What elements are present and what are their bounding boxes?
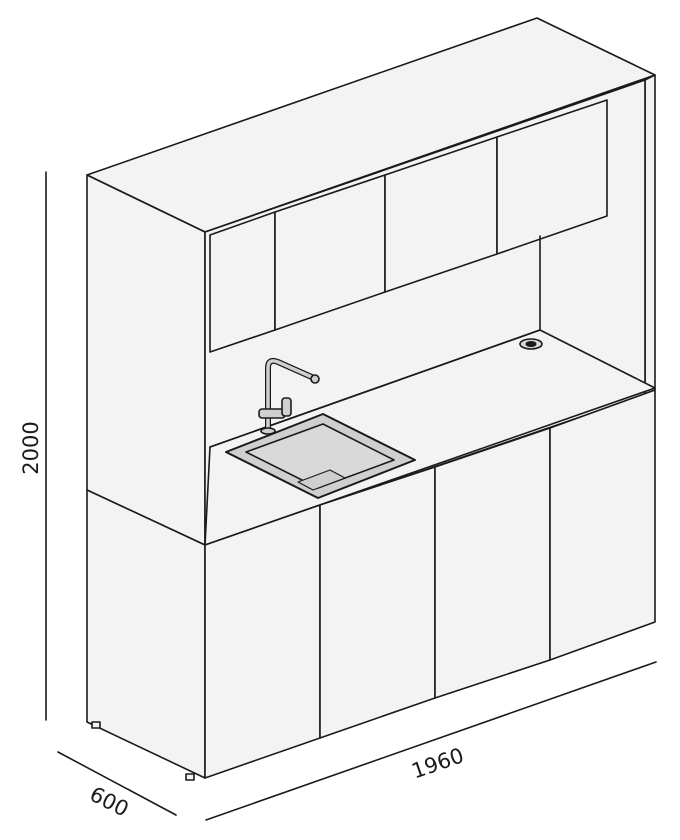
sink-basin bbox=[245, 423, 395, 489]
width-dimension-line bbox=[205, 661, 657, 821]
upper-door-4 bbox=[496, 99, 608, 255]
base-door-2 bbox=[319, 466, 436, 739]
upper-door-1 bbox=[209, 211, 276, 353]
sink-drain-well bbox=[297, 469, 346, 491]
foot-left bbox=[91, 721, 101, 729]
faucet-base bbox=[260, 427, 276, 435]
base-door-3 bbox=[434, 427, 551, 699]
faucet-handle bbox=[258, 408, 286, 419]
depth-dimension-line bbox=[57, 751, 177, 816]
base-door-1 bbox=[204, 504, 321, 779]
base-door-4 bbox=[549, 389, 656, 661]
cabinet-left-side bbox=[86, 174, 206, 546]
faucet-spout-tip bbox=[310, 374, 320, 384]
cable-grommet-hole bbox=[525, 341, 537, 347]
width-dimension-label: 1960 bbox=[409, 743, 467, 783]
cabinet-right-side bbox=[644, 74, 656, 396]
faucet-body-fill bbox=[266, 359, 316, 432]
faucet-lever bbox=[281, 397, 292, 417]
height-dimension-label: 2000 bbox=[19, 421, 43, 474]
foot-front bbox=[185, 773, 195, 781]
